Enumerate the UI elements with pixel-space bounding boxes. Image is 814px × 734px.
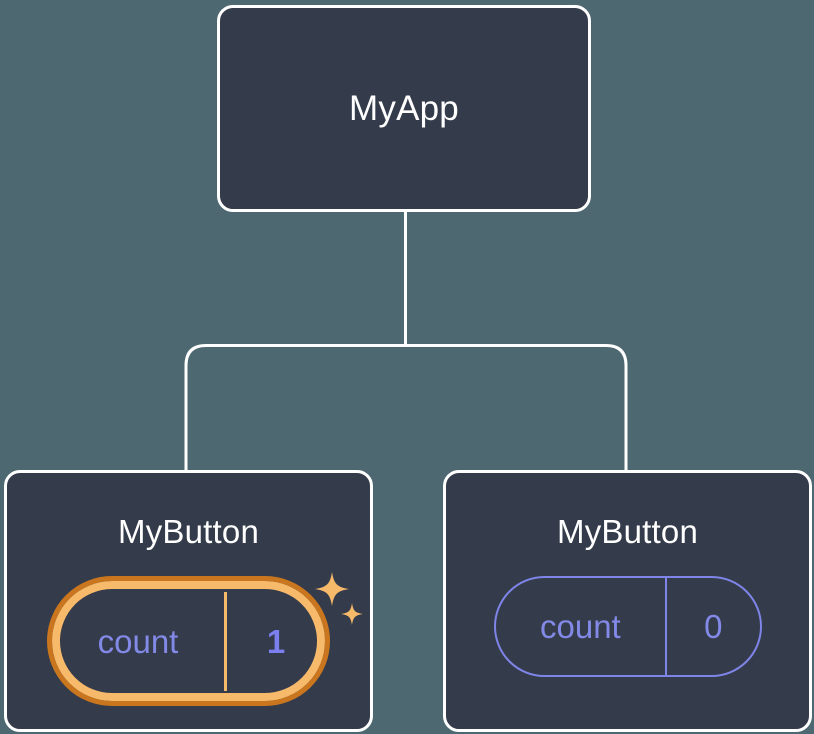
node-mybutton-right-title: MyButton (557, 513, 698, 550)
state-pill-right[interactable]: count 0 (493, 576, 762, 677)
connector-branch-left (184, 344, 406, 472)
state-key-left: count (97, 622, 179, 660)
state-divider-left (224, 591, 227, 691)
state-pill-right-wrap: count 0 (493, 576, 762, 677)
node-mybutton-left-title: MyButton (118, 513, 259, 550)
sparkle-small-icon (341, 603, 363, 625)
node-mybutton-right[interactable]: MyButton count 0 (443, 470, 812, 732)
state-pill-left-wrap: count 1 (47, 572, 363, 706)
state-value-left: 1 (266, 622, 286, 660)
state-key-right: count (539, 608, 621, 645)
state-pill-left[interactable]: count 1 (47, 576, 330, 706)
connector-branch-right (405, 344, 628, 472)
node-myapp[interactable]: MyApp (217, 5, 591, 212)
node-myapp-title: MyApp (349, 89, 459, 128)
node-mybutton-left[interactable]: MyButton count 1 (4, 470, 373, 732)
state-divider-right (665, 578, 668, 675)
state-value-right: 0 (704, 608, 723, 645)
